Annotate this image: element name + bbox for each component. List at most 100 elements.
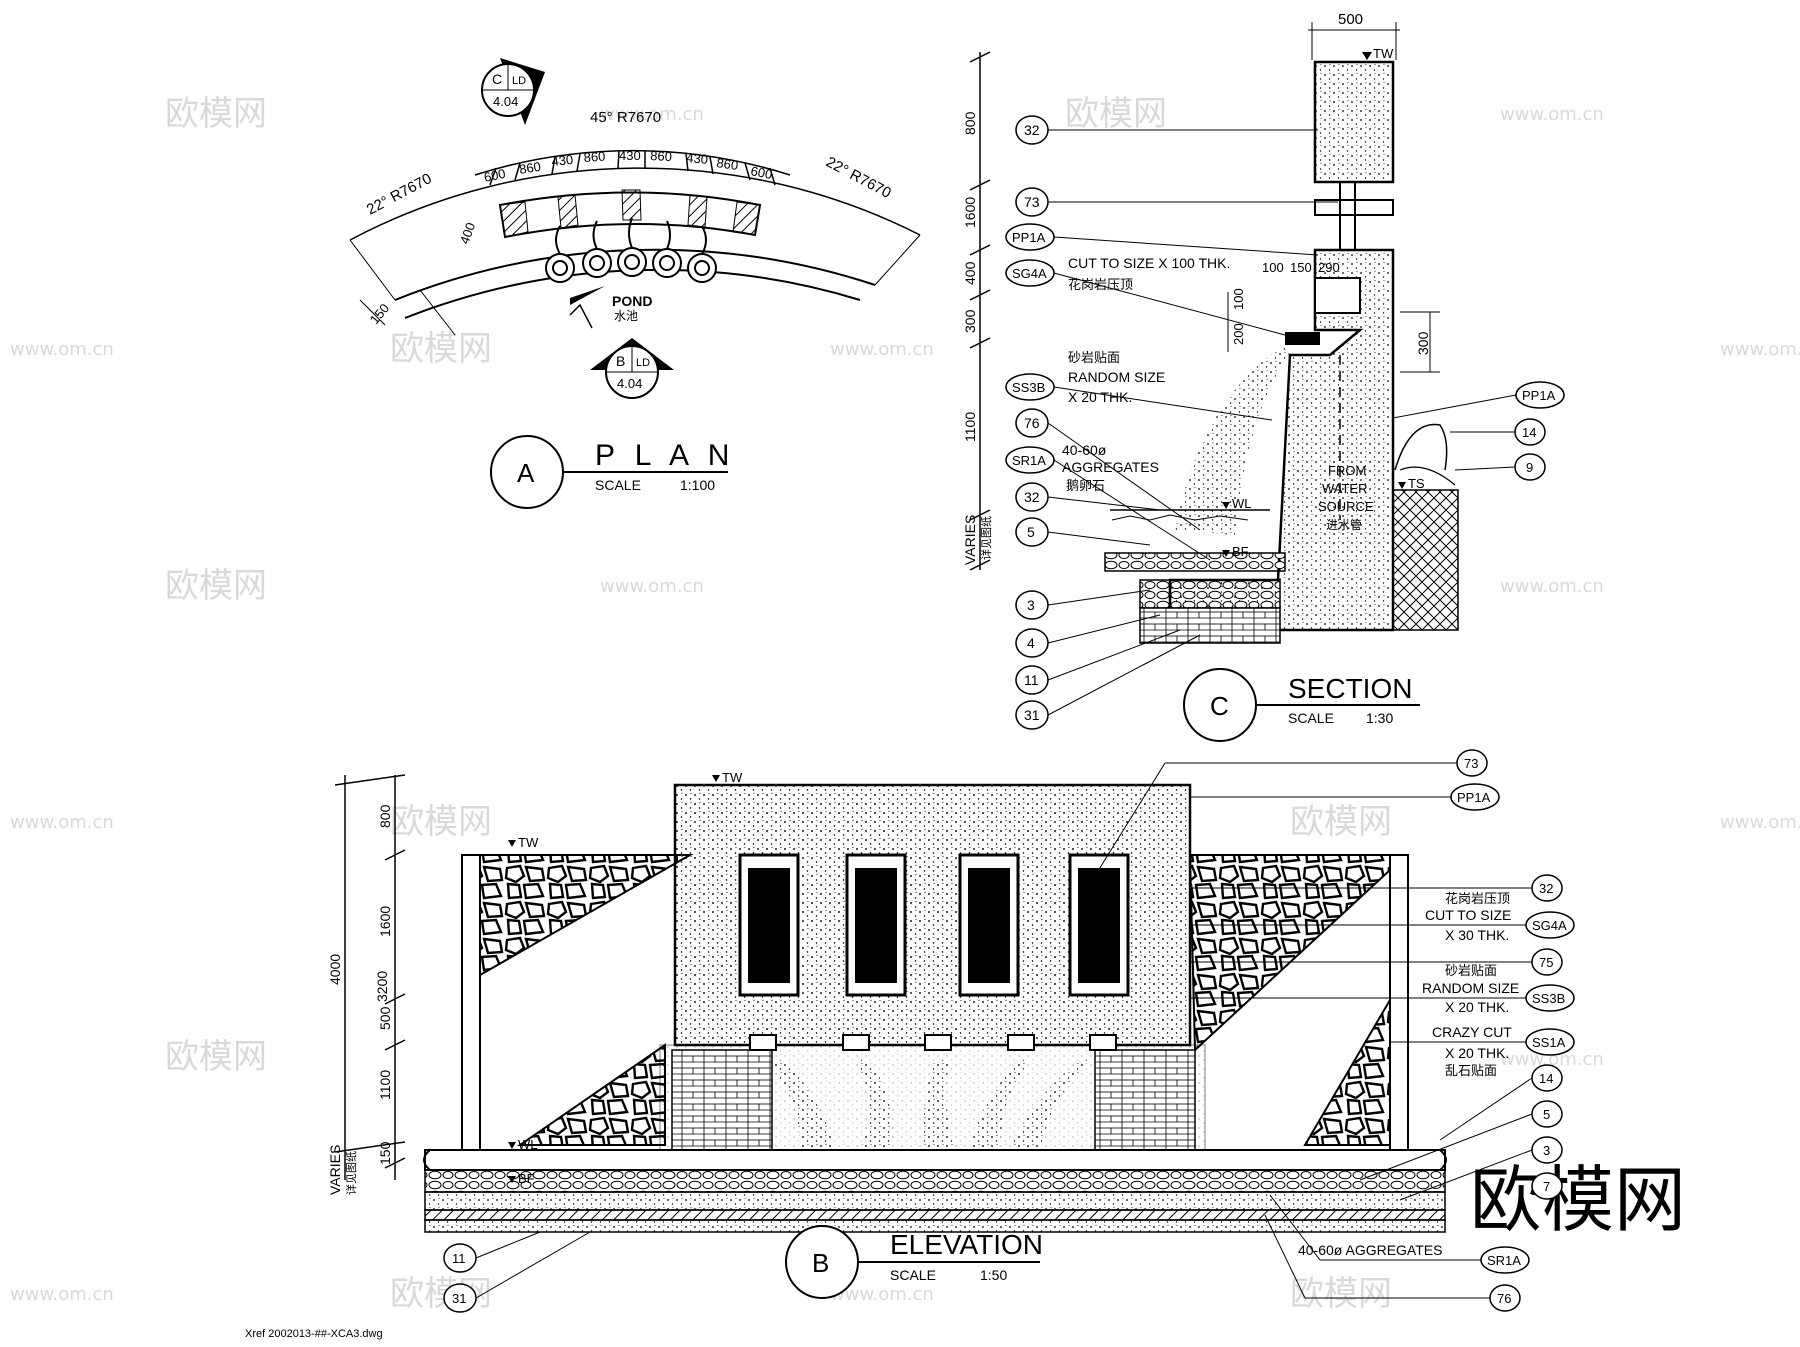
svg-text:40-60ø AGGREGATES: 40-60ø AGGREGATES (1298, 1242, 1442, 1258)
svg-text:31: 31 (1024, 707, 1040, 723)
svg-text:150: 150 (377, 1141, 393, 1165)
svg-text:400: 400 (962, 261, 978, 285)
svg-text:860: 860 (583, 149, 606, 165)
watermark-url: www.om.cn (830, 1284, 934, 1305)
svg-text:500: 500 (377, 1006, 393, 1030)
elevation-stone-left-lower (516, 1043, 666, 1146)
svg-text:PP1A: PP1A (1012, 230, 1046, 245)
watermark-cn: 欧模网 (390, 802, 492, 842)
svg-text:5: 5 (1027, 524, 1035, 540)
plan-dims: 600 860 430 860 430 860 430 860 600 400 … (367, 148, 774, 327)
svg-text:150: 150 (367, 301, 392, 327)
svg-text:1100: 1100 (377, 1070, 393, 1100)
svg-text:200: 200 (1231, 323, 1246, 345)
svg-text:32: 32 (1024, 489, 1040, 505)
svg-text:100: 100 (1231, 288, 1246, 310)
svg-text:860: 860 (518, 159, 542, 177)
svg-text:73: 73 (1464, 756, 1478, 771)
svg-text:4000: 4000 (327, 954, 343, 985)
svg-text:5: 5 (1543, 1107, 1550, 1122)
watermark-url: www.om.cn (1720, 339, 1800, 360)
svg-text:430: 430 (551, 152, 574, 169)
watermark-url: www.om.cn (10, 339, 114, 360)
svg-text:LD: LD (636, 357, 650, 369)
svg-text:X 20 THK.: X 20 THK. (1068, 389, 1132, 405)
svg-text:430: 430 (686, 150, 709, 167)
elevation-title: ELEVATION (890, 1229, 1043, 1260)
svg-text:C: C (492, 71, 502, 87)
elevation-level-tw: TW (722, 770, 743, 785)
svg-text:14: 14 (1522, 425, 1536, 440)
watermark-url: www.om.cn (10, 812, 114, 833)
watermark-cn: 欧模网 (1290, 1274, 1392, 1314)
watermark-url: www.om.cn (1720, 812, 1800, 833)
svg-text:40-60ø: 40-60ø (1062, 442, 1107, 458)
elevation-stone-left-upper (479, 854, 694, 977)
watermark-cn: 欧模网 (165, 566, 267, 606)
svg-text:100: 100 (1262, 260, 1284, 275)
section-soil (1392, 489, 1459, 631)
svg-text:76: 76 (1497, 1291, 1511, 1306)
svg-text:600: 600 (749, 163, 773, 182)
section-tags-right: PP1A 14 9 (1392, 381, 1565, 481)
section-right-dim: 300 (1415, 331, 1431, 355)
svg-text:3: 3 (1027, 597, 1035, 613)
svg-text:75: 75 (1539, 955, 1553, 970)
elevation-notes: 花岗岩压顶 CUT TO SIZE X 30 THK. 砂岩贴面 RANDOM … (1298, 891, 1519, 1258)
plan-scale: 1:100 (680, 477, 715, 493)
section-level-wl: WL (1232, 496, 1252, 511)
svg-text:300: 300 (962, 309, 978, 333)
svg-text:9: 9 (1526, 460, 1533, 475)
elevation-level-bf: BF (518, 1171, 535, 1186)
section-base (1139, 607, 1281, 644)
svg-text:4.04: 4.04 (493, 94, 518, 109)
svg-text:1600: 1600 (962, 197, 978, 228)
elevation-stone-right-lower (1303, 996, 1391, 1146)
svg-text:860: 860 (650, 148, 672, 164)
svg-text:3: 3 (1543, 1143, 1550, 1158)
elevation-left-dims: 800 1600 500 1100 150 VARIES 详见图纸 4000 _… (327, 804, 393, 1195)
svg-text:详见图纸: 详见图纸 (979, 516, 993, 560)
svg-text:SS1A: SS1A (1532, 1035, 1566, 1050)
svg-text:SR1A: SR1A (1012, 453, 1046, 468)
elevation-water-jets (770, 1060, 1090, 1150)
elevation-scale: 1:50 (980, 1267, 1007, 1283)
elevation-stone-right-upper (1188, 854, 1391, 1053)
svg-text:B: B (616, 353, 625, 369)
section-scale-label: SCALE (1288, 710, 1334, 726)
svg-text:SOURCE: SOURCE (1318, 499, 1374, 514)
svg-text:800: 800 (377, 804, 393, 828)
svg-text:乱石贴面: 乱石贴面 (1445, 1063, 1497, 1078)
watermark-url: www.om.cn (600, 104, 704, 125)
svg-text:进水管: 进水管 (1326, 517, 1362, 532)
svg-text:SG4A: SG4A (1012, 266, 1047, 281)
svg-text:FROM: FROM (1328, 463, 1366, 478)
watermark-url: www.om.cn (1500, 1049, 1604, 1070)
section-level-tw: TW (1373, 46, 1394, 61)
svg-text:SS3B: SS3B (1012, 380, 1045, 395)
elevation-tags-right: 73 PP1A 32 SG4A 75 SS3B SS1A 14 5 3 7 SR… (1079, 749, 1575, 1312)
plan-arc-total: 45° R7670 (590, 109, 661, 126)
svg-text:32: 32 (1024, 122, 1040, 138)
svg-text:32: 32 (1539, 881, 1553, 896)
section-top-dim: 500 (1338, 11, 1363, 28)
section-view: 800 1600 400 300 1100 VARIES 详见图纸 500 TW (962, 11, 1565, 742)
plan-arc-dim-inner (474, 149, 791, 176)
watermark-cn: 欧模网 (1065, 94, 1167, 134)
plan-arc-dim-outer (349, 167, 921, 241)
plan-view: 45° R7670 22° R7670 22° R7670 600 860 43… (349, 58, 921, 509)
elevation-mark: B (812, 1248, 829, 1278)
svg-text:4.04: 4.04 (617, 376, 642, 391)
elevation-scale-label: SCALE (890, 1267, 936, 1283)
elevation-tags-left: 11 31 (443, 1231, 591, 1313)
svg-text:11: 11 (452, 1251, 466, 1266)
plan-arc-right: 22° R7670 (823, 154, 894, 202)
section-spout (1285, 332, 1320, 345)
plan-arc-left: 22° R7670 (364, 170, 435, 218)
watermark-url: www.om.cn (830, 339, 934, 360)
watermark-url: www.om.cn (600, 576, 704, 597)
drawing-file-label: Xref 2002013-##-XCA3.dwg (245, 1328, 383, 1340)
section-scale: 1:30 (1366, 710, 1393, 726)
section-mark: C (1210, 691, 1229, 721)
watermark-cn: 欧模网 (1290, 802, 1392, 842)
